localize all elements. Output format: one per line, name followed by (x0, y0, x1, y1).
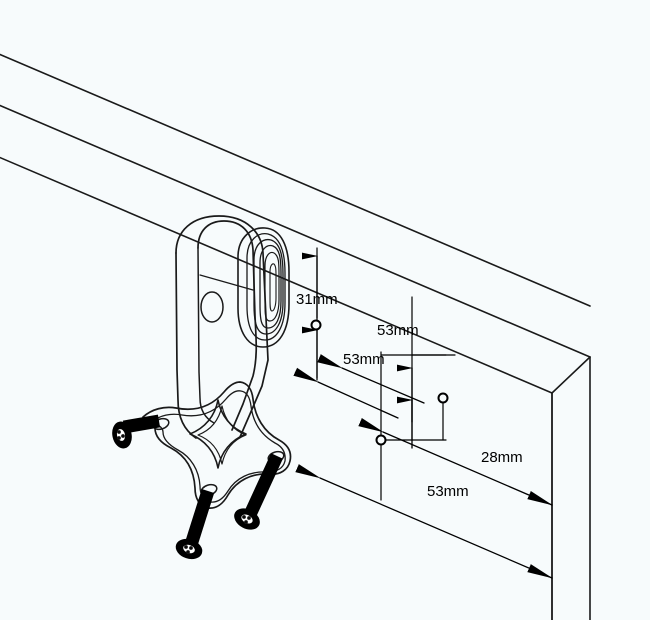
dimension-labels: 31mm 53mm 53mm 28mm 53mm (296, 291, 523, 500)
track-rail (0, 53, 591, 358)
hex-socket-screw-group (112, 414, 283, 560)
dimension-label-53mm-middle: 53mm (343, 351, 385, 368)
hole-marker-2 (437, 392, 449, 404)
drawing-linework (0, 53, 591, 620)
hex-socket-screw (175, 489, 215, 560)
roller-wheel (237, 227, 290, 348)
hole-marker-3 (375, 434, 387, 446)
hole-marker-group (310, 319, 449, 446)
dimension-label-31mm: 31mm (296, 291, 338, 308)
door-panel (0, 156, 591, 620)
hole-marker-1 (310, 319, 322, 331)
dimension-label-53mm-lower: 53mm (427, 483, 469, 500)
dimension-label-53mm-upper: 53mm (377, 322, 419, 339)
mounting-plate (142, 381, 292, 509)
hex-socket-screw (234, 453, 283, 530)
dimension-linework (293, 247, 553, 579)
dimension-label-28mm: 28mm (481, 449, 523, 466)
hex-socket-screw (112, 414, 161, 449)
